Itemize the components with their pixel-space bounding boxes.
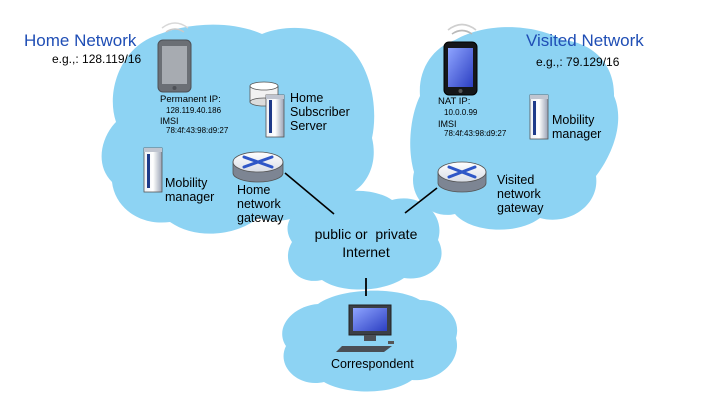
- visited-network-title: Visited Network: [526, 31, 644, 50]
- home-imsi-value: 78:4f:43:98:d9:27: [166, 126, 229, 135]
- server-icon: [265, 94, 285, 138]
- home-gateway-link: [284, 172, 335, 215]
- hss-label: Home Subscriber Server: [290, 91, 350, 133]
- router-icon: [232, 151, 284, 183]
- router-icon: [437, 161, 487, 193]
- visited-imsi-value: 78:4f:43:98:d9:27: [444, 129, 507, 138]
- visited-subnet: e.g.,: 79.129/16: [536, 55, 620, 69]
- phone-icon: [443, 23, 478, 96]
- visited-ip-label: NAT IP:: [438, 96, 471, 107]
- home-ip-label: Permanent IP:: [160, 94, 221, 105]
- correspondent-label: Correspondent: [331, 357, 414, 371]
- internet-label: public or private Internet: [314, 226, 418, 261]
- visited-ip-value: 10.0.0.99: [444, 108, 478, 117]
- visited-gateway-link: [404, 187, 438, 214]
- visited-mobility-manager-label: Mobility manager: [552, 113, 602, 141]
- home-subnet: e.g.,: 128.119/16: [52, 52, 142, 66]
- phone-icon: [157, 22, 192, 93]
- home-ip-value: 128.119.40.186: [166, 106, 222, 115]
- home-imsi-label: IMSI: [160, 116, 179, 126]
- server-icon: [529, 94, 549, 140]
- correspondent-cloud: [282, 290, 458, 392]
- visited-gateway-label: Visited network gateway: [497, 173, 544, 215]
- visited-imsi-label: IMSI: [438, 119, 457, 129]
- home-gateway-label: Home network gateway: [237, 183, 284, 225]
- home-mobility-manager-label: Mobility manager: [165, 176, 215, 204]
- server-icon: [143, 147, 163, 193]
- internet-cloud: [287, 190, 442, 290]
- home-network-title: Home Network: [24, 31, 137, 50]
- computer-icon: [336, 304, 394, 352]
